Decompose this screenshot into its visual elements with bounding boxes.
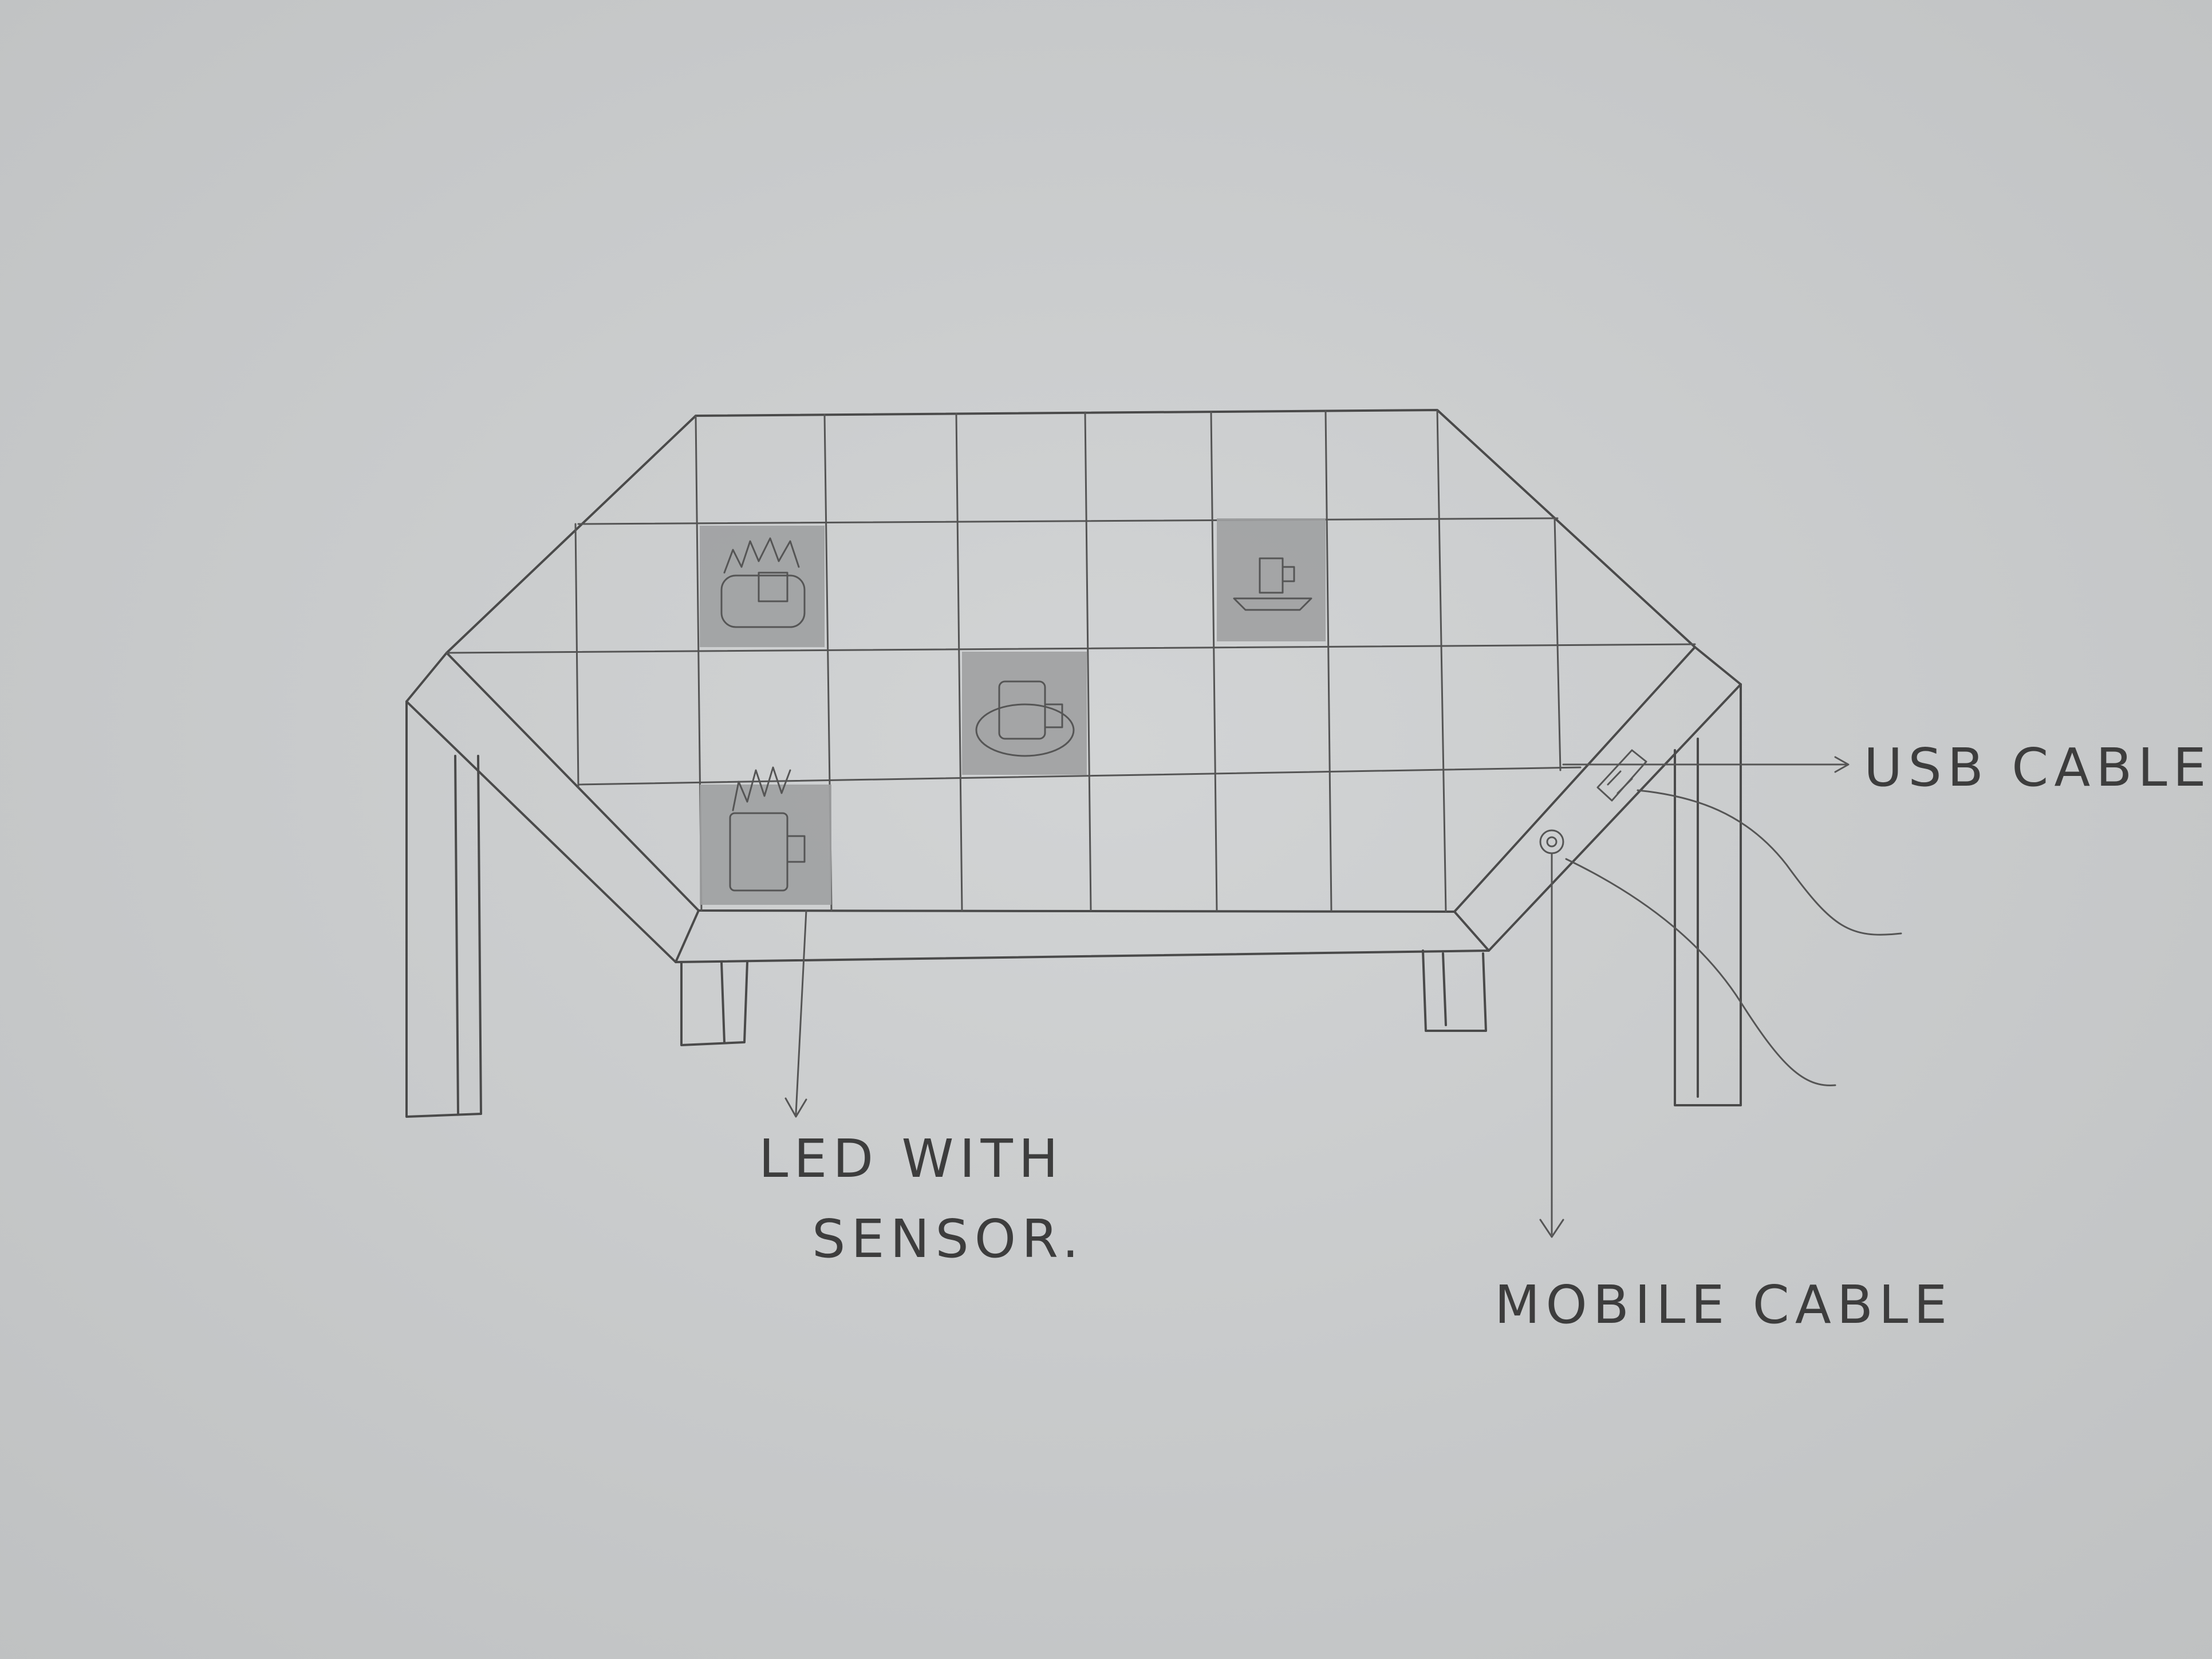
led-cell-mug-middle [962,652,1087,775]
usb-cable-label: USB CABLE [1864,737,2212,798]
led-label-line2: SENSOR. [812,1208,1085,1270]
mobile-cable-label: MOBILE CABLE [1495,1274,1953,1335]
led-cell-mug-top [1217,518,1326,641]
led-cell-plant [700,526,825,647]
led-cell-plant-mug [700,767,831,905]
led-label-line1: LED WITH [759,1128,1064,1189]
